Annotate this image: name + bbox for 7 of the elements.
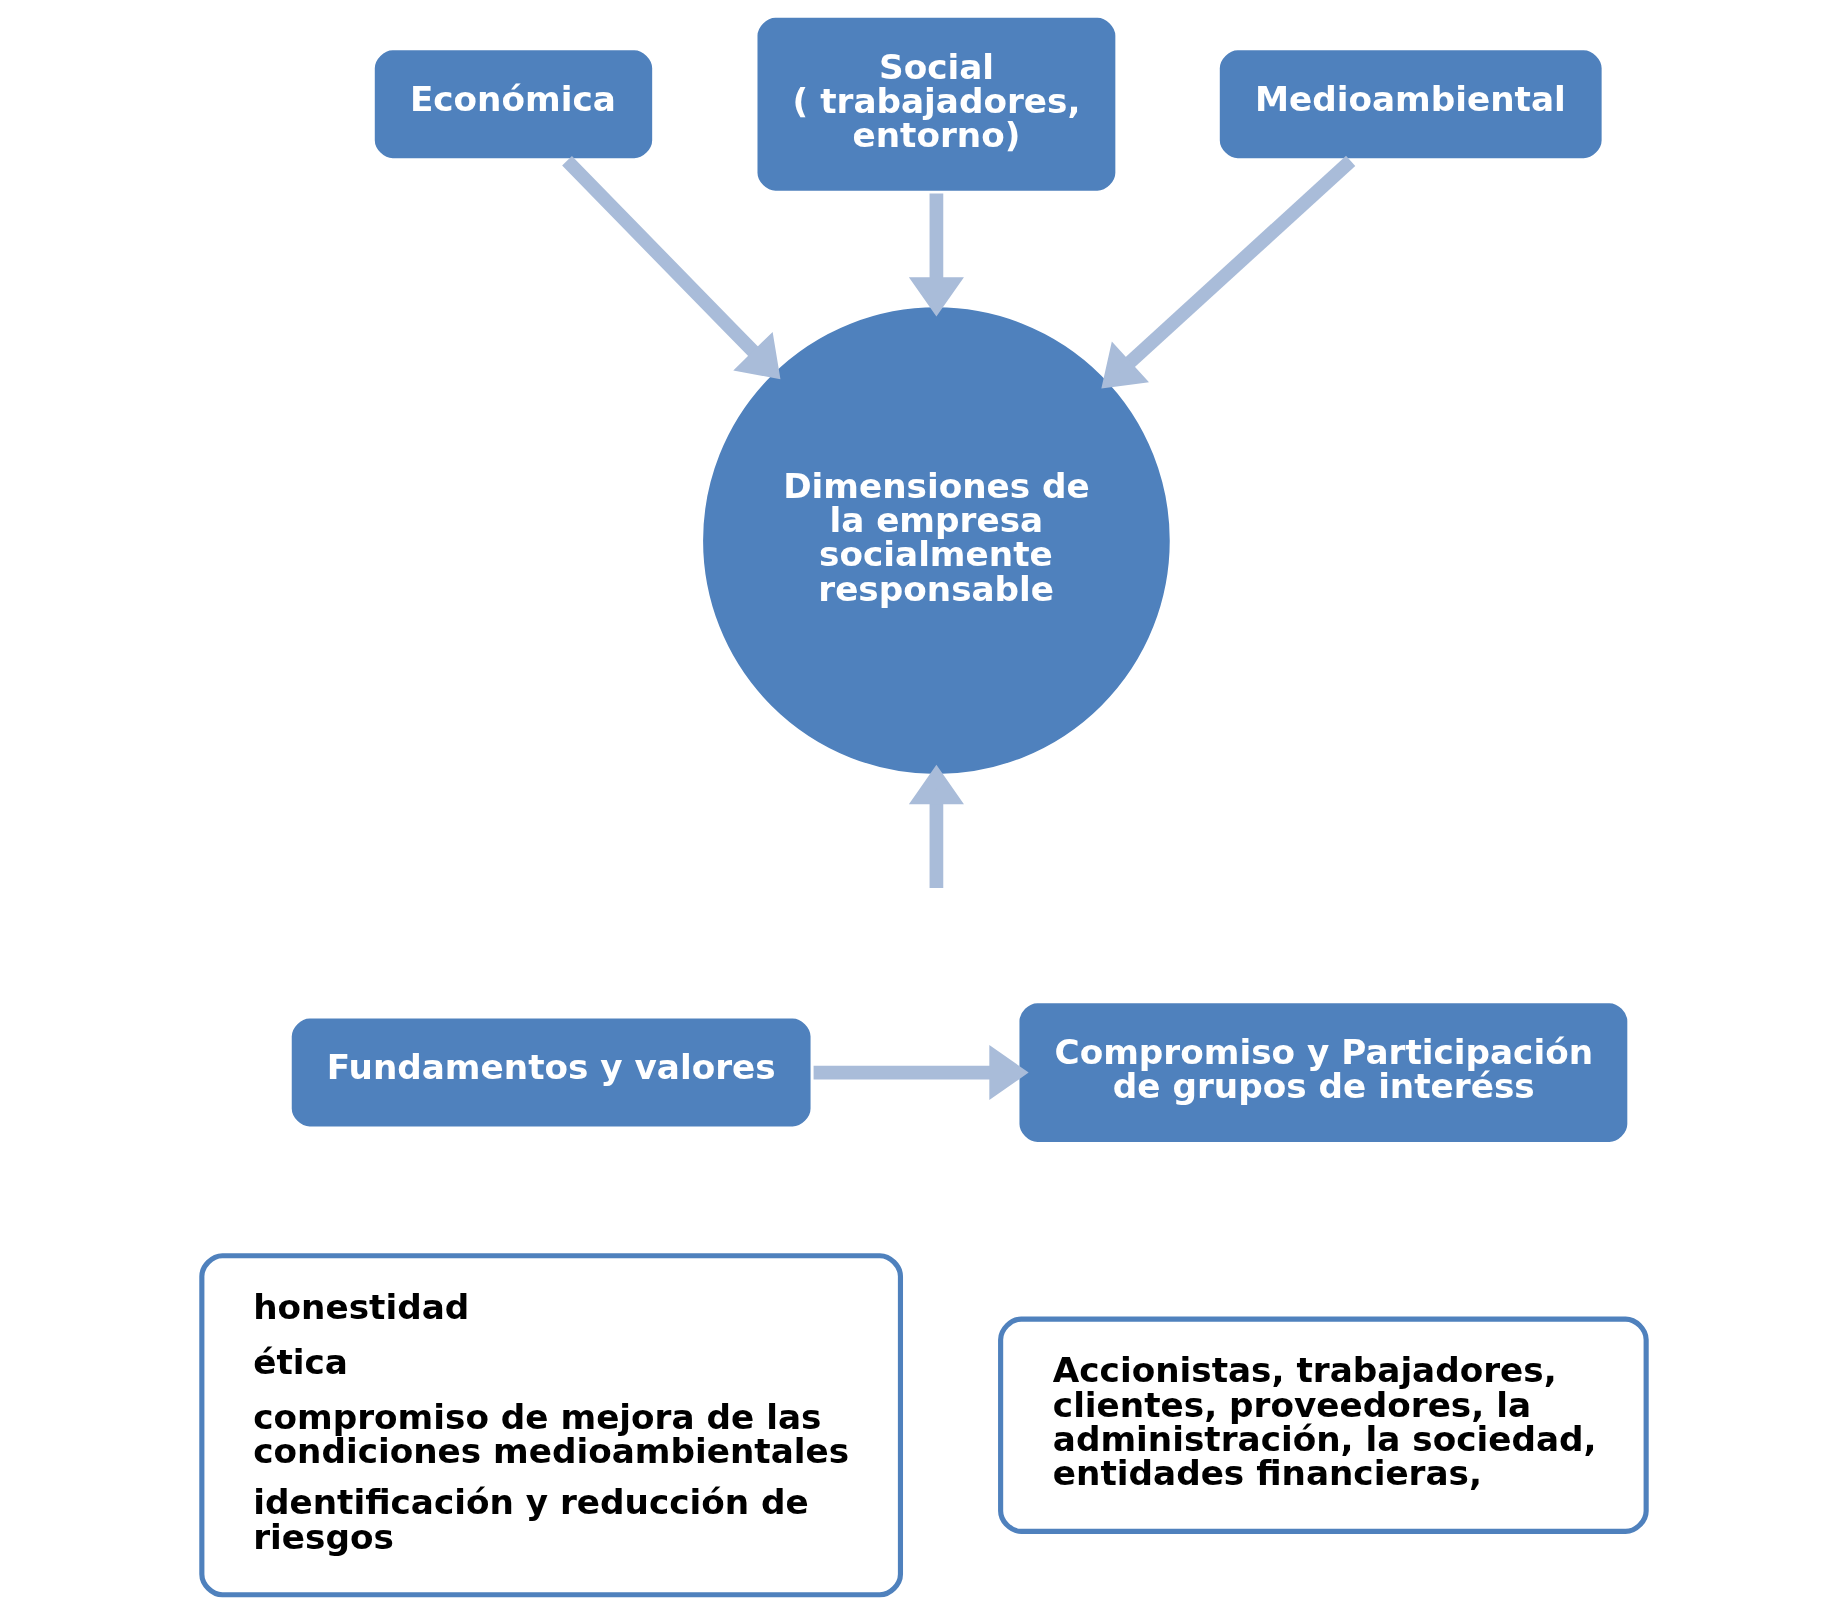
- arrow: [908, 764, 964, 888]
- arrow: [1101, 155, 1356, 389]
- arrow: [562, 156, 781, 380]
- node-box: Accionistas, trabajadores, clientes, proveedores, la administración, la sociedad, entidades financieras,: [998, 1316, 1649, 1534]
- arrow: [813, 1045, 1029, 1101]
- node-box: honestidad ética compromiso de mejora de las condiciones medioambientales identificación y reducción de riesgos: [199, 1253, 904, 1598]
- arrow: [908, 193, 964, 317]
